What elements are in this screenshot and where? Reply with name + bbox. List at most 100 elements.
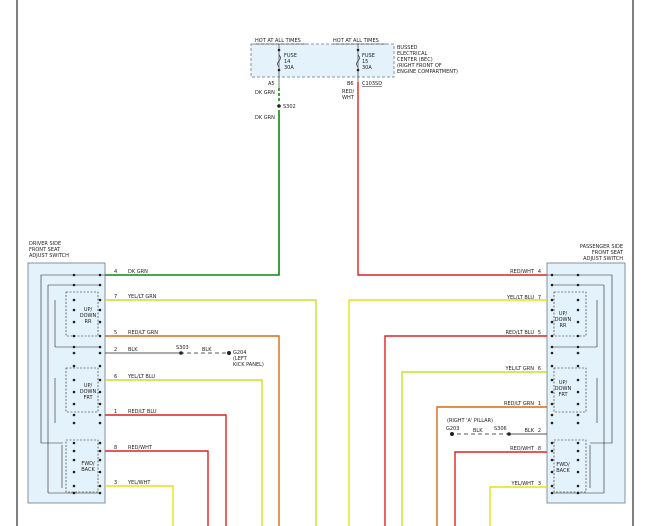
ground-g203-label: G203: [446, 426, 459, 432]
switch-contact-dot: [72, 491, 76, 495]
switch-contact-dot: [72, 283, 76, 287]
driver-sw-fwd-1: FWD/: [81, 461, 95, 467]
switch-contact-dot: [98, 458, 102, 462]
switch-contact-dot: [576, 484, 580, 488]
switch-contact-dot: [576, 283, 580, 287]
driver-wire-label-red-wht: RED/WHT: [128, 445, 153, 451]
switch-contact-dot: [576, 308, 580, 312]
switch-contact-dot: [550, 413, 554, 417]
passenger-title-2: FRONT SEAT: [592, 250, 624, 256]
switch-contact-dot: [550, 421, 554, 425]
switch-contact-dot: [98, 364, 102, 368]
switch-contact-dot: [98, 413, 102, 417]
switch-contact-dot: [550, 298, 554, 302]
switch-contact-dot: [98, 421, 102, 425]
red-wht-feed-wire: [357, 82, 547, 276]
switch-contact-dot: [550, 402, 554, 406]
passenger-wire-label-yel-wht: YEL/WHT: [511, 481, 535, 487]
switch-contact-dot: [72, 364, 76, 368]
driver-sw-upfrt-3: FRT: [83, 395, 93, 401]
switch-contact-dot: [550, 470, 554, 474]
driver-pin-8: 8: [114, 445, 117, 451]
driver-wire-label-blk: BLK: [128, 347, 138, 353]
switch-contact-dot: [98, 484, 102, 488]
switch-contact-dot: [72, 441, 76, 445]
bec-title-5: ENGINE COMPARTMENT): [397, 69, 458, 75]
switch-contact-dot: [98, 441, 102, 445]
switch-contact-dot: [72, 390, 76, 394]
driver-title-1: DRIVER SIDE: [29, 241, 61, 247]
passenger-switch-internals: [547, 274, 613, 494]
switch-contact-dot: [576, 413, 580, 417]
switch-contact-dot: [576, 320, 580, 324]
passenger-pin-3: 3: [538, 481, 541, 487]
passenger-sw-uprr-1: UP/: [559, 311, 568, 317]
passenger-wire-label-yel-lt-blu: YEL/LT BLU: [506, 295, 534, 301]
passenger-pin-8: 8: [538, 446, 541, 452]
driver-sw-uprr-3: RR: [85, 319, 92, 325]
switch-contact-dot: [550, 458, 554, 462]
driver-wire-red-lt-blu: [105, 414, 227, 526]
switch-contact-dot: [550, 308, 554, 312]
driver-pin-1: 1: [114, 409, 117, 415]
passenger-sw-upfrt-2: DOWN: [555, 386, 572, 392]
ground-g204-label: G204: [233, 350, 246, 356]
passenger-blk-label: BLK: [473, 428, 483, 434]
driver-sw-fwd-2: BACK: [81, 467, 95, 473]
driver-blk-label: BLK: [202, 347, 212, 353]
switch-contact-dot: [98, 320, 102, 324]
fuse-15-name: FUSE: [362, 53, 375, 59]
switch-contact-dot: [98, 402, 102, 406]
passenger-wire-red-wht: [454, 451, 547, 526]
switch-contact-dot: [98, 378, 102, 382]
passenger-sw-upfrt-3: FRT: [558, 392, 568, 398]
bec-pin-b6: B6: [347, 81, 354, 87]
switch-contact-dot: [550, 283, 554, 287]
switch-contact-dot: [576, 345, 580, 349]
switch-contact-dot: [550, 484, 554, 488]
fuse-15: FUSE 15 30A: [356, 44, 375, 82]
switch-contact-dot: [576, 491, 580, 495]
passenger-pin-7: 7: [538, 295, 541, 301]
passenger-pin-2: 2: [538, 428, 541, 434]
switch-contact-dot: [72, 402, 76, 406]
driver-wire-label-yel-lt-grn: YEL/LT GRN: [127, 294, 157, 300]
switch-contact-dot: [576, 402, 580, 406]
switch-contact-dot: [98, 283, 102, 287]
splice-s302-label: S302: [283, 104, 296, 110]
wire-label-dk-grn-bottom: DK GRN: [255, 115, 275, 121]
passenger-wire-red-lt-blu: [384, 335, 547, 526]
ground-g203-icon: [450, 432, 454, 436]
driver-pin-4: 4: [114, 269, 117, 275]
driver-wire-label-red-lt-grn: RED/LT GRN: [128, 330, 158, 336]
switch-contact-dot: [98, 308, 102, 312]
switch-contact-dot: [550, 491, 554, 495]
driver-wire-yel-lt-blu: [105, 379, 263, 526]
passenger-title-3: ADJUST SWITCH: [583, 256, 623, 262]
switch-contact-dot: [550, 364, 554, 368]
switch-contact-dot: [72, 421, 76, 425]
switch-contact-dot: [576, 273, 580, 277]
splice-s303-label: S303: [176, 345, 189, 351]
driver-wire-label-red-lt-blu: RED/LT BLU: [128, 409, 157, 415]
switch-contact-dot: [576, 390, 580, 394]
switch-contact-dot: [576, 449, 580, 453]
driver-pin-7: 7: [114, 294, 117, 300]
switch-contact-dot: [576, 298, 580, 302]
switch-contact-dot: [550, 345, 554, 349]
driver-wire-red-lt-grn: [105, 335, 280, 526]
fuse-15-amperage: 30A: [362, 65, 372, 71]
driver-pin-6: 6: [114, 374, 117, 380]
splice-s303-dot: [179, 351, 183, 355]
switch-contact-dot: [72, 413, 76, 417]
switch-contact-dot: [72, 351, 76, 355]
switch-contact-dot: [550, 441, 554, 445]
fuse-14: FUSE 14 30A: [277, 44, 297, 82]
switch-contact-dot: [72, 449, 76, 453]
wire-label-dk-grn-top: DK GRN: [255, 90, 275, 96]
bec-title-4: (RIGHT FRONT OF: [397, 63, 442, 69]
passenger-wire-label-red-lt-blu: RED/LT BLU: [505, 330, 534, 336]
switch-contact-dot: [576, 351, 580, 355]
fuse-14-amperage: 30A: [284, 65, 294, 71]
